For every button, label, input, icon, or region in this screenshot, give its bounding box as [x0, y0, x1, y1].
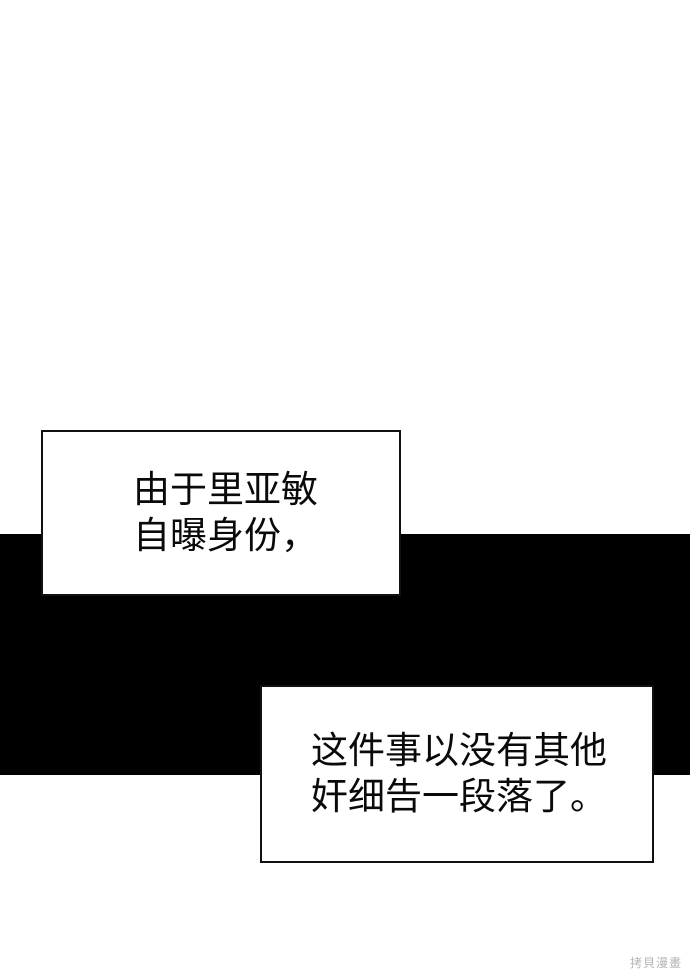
caption-text-1: 由于里亚敏 自曝身份，	[133, 467, 318, 559]
caption-box-1: 由于里亚敏 自曝身份，	[41, 430, 401, 596]
caption-line: 这件事以没有其他	[311, 729, 607, 772]
caption-text-2: 这件事以没有其他 奸细告一段落了。	[311, 728, 607, 820]
caption-line: 奸细告一段落了。	[311, 775, 607, 818]
caption-box-2: 这件事以没有其他 奸细告一段落了。	[260, 685, 654, 863]
watermark: 拷貝漫畫	[629, 956, 682, 970]
caption-line: 由于里亚敏	[133, 468, 318, 511]
caption-line: 自曝身份，	[133, 514, 318, 557]
